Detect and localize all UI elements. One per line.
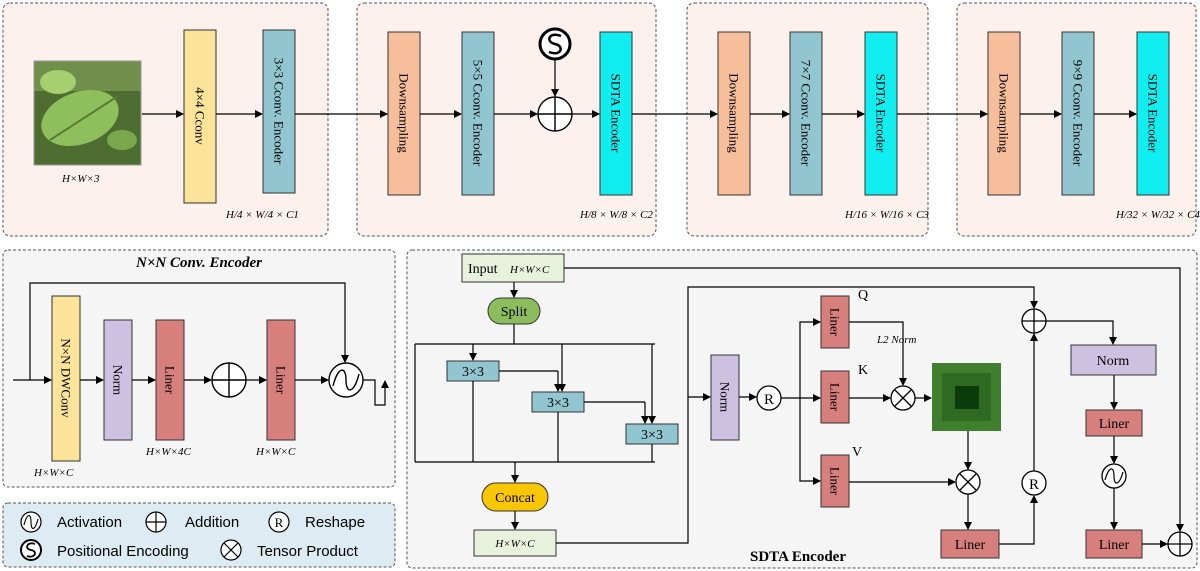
image-dim: H×W×3 — [61, 173, 100, 185]
stage2-down-block — [387, 31, 421, 196]
sdta-title: SDTA Encoder — [750, 549, 846, 565]
sdta-norm1-label: Norm — [718, 382, 733, 412]
sdta-conv-a-label: 3×3 — [462, 365, 484, 380]
sdta-l2-norm: L2 Norm — [876, 334, 916, 346]
sdta-tensor2-icon — [955, 469, 981, 495]
sdta-liner-b — [1085, 529, 1143, 559]
sdta-norm2 — [1070, 344, 1157, 376]
sdta-attention-core — [955, 386, 979, 409]
sdta-v-liner — [820, 454, 850, 508]
stage4-down-block — [987, 31, 1021, 196]
sdta-liner-b-label: Liner — [1099, 538, 1130, 553]
sdta-liner-a — [1085, 409, 1143, 437]
legend-addition-icon — [145, 511, 167, 533]
sdta-norm1 — [710, 354, 740, 441]
legend-positional-icon — [20, 539, 42, 561]
stage4-sdta-block — [1136, 31, 1170, 196]
sdta-k-liner-label: Liner — [828, 383, 843, 412]
sdta-concat-out — [473, 529, 557, 557]
addition-icon — [537, 96, 573, 132]
stage3-out-dim: H/16 × W/16 × C3 — [844, 209, 929, 221]
sdta-addition1-icon — [1021, 308, 1047, 334]
sdta-v-liner-label: Liner — [828, 467, 843, 496]
stage3-sdta-block — [864, 31, 898, 196]
sdta-k-liner — [820, 370, 850, 424]
positional-encoding-icon — [538, 27, 572, 61]
sdta-concat-dim: H×W×C — [494, 538, 535, 550]
conv-dim1: H×W×C — [33, 467, 74, 479]
conv-encoder-panel — [2, 249, 396, 488]
conv-dim3: H×W×C — [255, 446, 296, 458]
conv4-block — [183, 29, 217, 204]
conv4-label: 4×4 Cconv — [193, 87, 208, 145]
svg-text:R: R — [764, 392, 774, 408]
stage2-sdta-label: SDTA Encoder — [609, 74, 624, 153]
stage1-out-dim: H/4 × W/4 × C1 — [225, 209, 299, 221]
stage2-down-label: Downsampling — [397, 73, 412, 153]
conv-liner2-label: Liner — [274, 366, 289, 395]
conv-activation-icon — [328, 362, 364, 398]
legend-reshape-icon: R — [268, 511, 290, 533]
stage4-down-label: Downsampling — [997, 73, 1012, 153]
stage3-down-block — [717, 31, 751, 196]
sdta-arrows — [414, 267, 1184, 548]
legend-tensor-icon — [220, 539, 242, 561]
sdta-reshape2-icon: R — [1021, 470, 1047, 496]
stage2-encoder-label: 5×5 Cconv. Encoder — [471, 60, 486, 167]
svg-text:R: R — [1029, 477, 1039, 493]
conv-dim2: H×W×4C — [145, 446, 191, 458]
sdta-q: Q — [858, 288, 868, 303]
stage3-down-label: Downsampling — [727, 73, 742, 153]
stage2-panel — [356, 2, 657, 237]
conv-norm-block — [103, 319, 133, 441]
stage2-out-dim: H/8 × W/8 × C2 — [579, 209, 653, 221]
sdta-reshape1-icon: R — [756, 385, 782, 411]
stage4-encoder-label: 9×9 Cconv. Encoder — [1071, 60, 1086, 167]
stage3-encoder-block — [789, 31, 823, 196]
stage1-encoder-block — [262, 29, 296, 194]
conv-liner1-label: Liner — [163, 366, 178, 395]
sdta-out-liner-label: Liner — [955, 538, 986, 553]
leaf-image — [33, 60, 142, 166]
conv-liner1-block — [155, 319, 185, 441]
sdta-panel — [406, 249, 1198, 569]
stage4-encoder-block — [1061, 31, 1095, 196]
sdta-input-label: Input — [468, 262, 498, 277]
legend-panel — [2, 502, 396, 568]
sdta-conv-b-label: 3×3 — [547, 396, 569, 411]
stage3-sdta-label: SDTA Encoder — [874, 74, 889, 153]
dwconv-block — [51, 295, 81, 462]
sdta-norm2-label: Norm — [1097, 354, 1130, 369]
sdta-activation-icon — [1101, 463, 1127, 489]
stage4-sdta-label: SDTA Encoder — [1146, 74, 1161, 153]
conv-norm-label: Norm — [111, 365, 126, 395]
conv-addition-icon — [211, 362, 247, 398]
legend-tensor: Tensor Product — [257, 543, 359, 560]
sdta-k: K — [858, 363, 868, 378]
sdta-concat-label: Concat — [495, 491, 535, 506]
dwconv-label: N×N DWConv — [59, 338, 74, 418]
sdta-q-liner-label: Liner — [828, 308, 843, 337]
legend-positional: Positional Encoding — [57, 543, 189, 560]
conv-encoder-title: N×N Conv. Encoder — [135, 255, 262, 271]
sdta-input-dim: H×W×C — [509, 264, 550, 276]
legend-activation-icon — [20, 511, 42, 533]
svg-text:R: R — [275, 515, 284, 530]
sdta-addition2-icon — [1167, 531, 1193, 557]
sdta-liner-a-label: Liner — [1099, 417, 1130, 432]
legend-activation: Activation — [57, 514, 122, 531]
stage3-encoder-label: 7×7 Cconv. Encoder — [799, 60, 814, 167]
stage1-encoder-label: 3×3 Cconv. Encoder — [272, 58, 287, 165]
stage4-out-dim: H/32 × W/32 × C4 — [1115, 209, 1200, 221]
stage2-encoder-block — [461, 31, 495, 196]
stage2-sdta-block — [599, 31, 633, 196]
sdta-tensor1-icon — [890, 385, 916, 411]
conv-encoder-arrows — [13, 282, 389, 406]
sdta-conv-c-label: 3×3 — [641, 428, 663, 443]
sdta-v: V — [852, 445, 862, 460]
sdta-split-label: Split — [501, 305, 528, 320]
legend-addition: Addition — [185, 514, 239, 531]
legend-reshape: Reshape — [305, 514, 365, 531]
